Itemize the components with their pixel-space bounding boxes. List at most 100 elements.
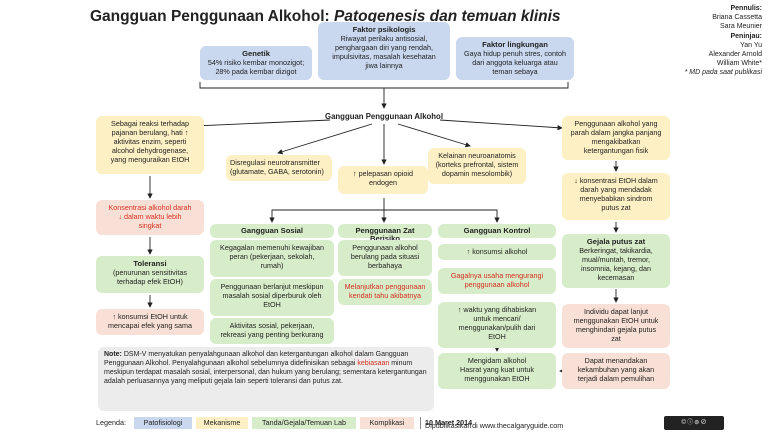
author-name: Sara Meunier (719, 23, 762, 31)
continue-line: menghindari gejala putus (575, 325, 657, 334)
social-line: masalah sosial diperburuk oleh (222, 291, 322, 300)
social-title: Gangguan Sosial (210, 224, 334, 238)
risky-line: kendati tahu akibatnya (349, 291, 421, 300)
control-title: Gangguan Kontrol (438, 224, 556, 238)
physical-line: mengakibatkan (591, 137, 641, 146)
center-title: Gangguan Penggunaan Alkohol (325, 112, 443, 121)
env-line: Gaya hidup penuh stres, contoh (464, 49, 566, 58)
legend-item-komplikasi: Komplikasi (360, 417, 414, 429)
legend: Legenda: Patofisiologi Mekanisme Tanda/G… (0, 414, 768, 432)
genetic-title: Genetik (242, 49, 270, 58)
risky-line: Penggunaan alkohol (352, 243, 418, 252)
opioid-box: ↑ pelepasan opioid endogen (338, 166, 428, 194)
control-line: menggunakan/pulih dari (458, 323, 536, 332)
physical-line: ketergantungan fisik (583, 146, 649, 155)
physical-line: Penggunaan alkohol yang (574, 119, 658, 128)
psych-line: penghargaan diri yang rendah, (335, 43, 433, 52)
control-line: Mengidam alkohol (467, 356, 527, 365)
control-line: ↑ waktu yang dihabiskan (457, 305, 537, 314)
risky-line: Melanjutkan penggunaan (344, 282, 426, 291)
withdrawal-cause-line: ↓ konsentrasi EtOH dalam (574, 176, 658, 185)
relapse-line: terjadi dalam pemulihan (577, 374, 655, 383)
psych-title: Faktor psikologis (352, 25, 416, 34)
social-line: rumah) (260, 261, 284, 270)
arrow-to-right (439, 119, 563, 131)
tolerance-title: Toleransi (133, 259, 167, 268)
page-title: Gangguan Penggunaan Alkohol: Patogenesis… (90, 8, 561, 26)
opioid-line: ↑ pelepasan opioid (353, 169, 413, 178)
control-line: EtOH (488, 332, 506, 341)
continue-line: zat (611, 334, 621, 343)
published-prefix: Dipublikasikan (425, 421, 472, 430)
control-line: untuk mencari/ (473, 314, 521, 323)
env-title: Faktor lingkungan (482, 40, 548, 49)
withdrawal-line: kecemasan (597, 273, 635, 282)
control-item: ↑ waktu yang dihabiskan untuk mencari/ m… (438, 302, 556, 348)
withdrawal-cause-line: menyebabkan sindrom (579, 194, 653, 203)
concentration-line: singkat (138, 221, 162, 230)
control-item: Mengidam alkohol Hasrat yang kuat untuk … (438, 353, 556, 389)
control-line: Hasrat yang kuat untuk (460, 365, 534, 374)
env-line: teman sebaya (492, 67, 538, 76)
published-date: 10 Maret 2014 (425, 418, 473, 427)
risky-line: berbahaya (368, 261, 402, 270)
anatomy-box: Kelainan neuroanatomis (korteks prefront… (428, 148, 526, 184)
physical-line: parah dalam jangka panjang (570, 128, 662, 137)
withdrawal-line: Berkeringat, takikardia, (579, 246, 653, 255)
legend-item-patofisiologi: Patofisiologi (134, 417, 192, 429)
note-box: Note: DSM-V menyatukan penyalahgunaan al… (98, 347, 434, 411)
reaction-line: alcohol dehydrogenase, (111, 146, 189, 155)
withdrawal-title: Gejala putus zat (586, 237, 646, 246)
neuro-line: Disregulasi neurotransmitter (230, 158, 320, 167)
control-line: Gagalnya usaha mengurangi (450, 271, 544, 280)
neuro-line: (glutamate, GABA, serotonin) (230, 167, 324, 176)
arrow-to-control (384, 209, 500, 223)
social-item: Penggunaan berlanjut meskipun masalah so… (210, 279, 334, 316)
genetic-box: Genetik 54% risiko kembar monozigot; 28%… (200, 46, 312, 80)
concentration-line: Konsentrasi alkohol darah (108, 203, 192, 212)
neuro-box: Disregulasi neurotransmitter (glutamate,… (226, 155, 332, 181)
psych-line: impulsivitas, masalah kesehatan (332, 52, 436, 61)
note-text: DSM-V menyatukan penyalahgunaan alkohol … (104, 351, 409, 367)
title-main: Gangguan Penggunaan Alkohol: (90, 8, 330, 25)
reaction-line: pajanan berulang, hati ↑ (111, 128, 189, 137)
consumption-box: ↑ konsumsi EtOH untuk mencapai efek yang… (96, 309, 204, 335)
note-highlight: kebiasaan (357, 360, 390, 367)
risky-item: Melanjutkan penggunaan kendati tahu akib… (338, 279, 432, 305)
anatomy-line: (korteks prefrontal, sistem (435, 160, 519, 169)
social-line: EtOH (263, 300, 281, 309)
relapse-line: kekambuhan yang akan (577, 365, 655, 374)
authors-label: Pennulis: (730, 5, 762, 12)
tolerance-box: Toleransi (penurunan sensitivitas terhad… (96, 256, 204, 293)
social-line: Kegagalan memenuhi kewajiban (220, 243, 324, 252)
consumption-line: ↑ konsumsi EtOH untuk (112, 312, 188, 321)
risky-line: berulang pada situasi (350, 252, 420, 261)
relapse-line: Dapat menandakan (584, 356, 648, 365)
env-line: dari anggota keluarga atau (472, 58, 558, 67)
withdrawal-cause-line: putus zat (601, 203, 631, 212)
withdrawal-cause-line: darah yang mendadak (580, 185, 652, 194)
control-line: penggunaan alkohol (464, 280, 530, 289)
genetic-line: 28% pada kembar dizigot (215, 67, 297, 76)
brace-line (199, 82, 569, 89)
anatomy-line: Kelainan neuroanatomis (438, 151, 516, 160)
social-line: Penggunaan berlanjut meskipun (220, 282, 324, 291)
risky-item: Penggunaan alkohol berulang pada situasi… (338, 240, 432, 276)
arrow-to-anatomy (397, 123, 471, 148)
social-line: rekreasi yang penting berkurang (220, 330, 324, 339)
credits: Pennulis: Briana Cassetta Sara Meunier P… (685, 4, 762, 78)
tolerance-line: terhadap efek EtOH) (117, 277, 183, 286)
tolerance-line: (penurunan sensitivitas (113, 268, 187, 277)
published-site: di www.thecalgaryguide.com (472, 421, 564, 430)
concentration-box: Konsentrasi alkohol darah ↓ dalam waktu … (96, 200, 204, 235)
psych-box: Faktor psikologis Riwayat perilaku antis… (318, 22, 450, 80)
continue-line: menggunakan EtOH untuk (573, 316, 659, 325)
continue-box: Individu dapat lanjut menggunakan EtOH u… (562, 304, 670, 348)
withdrawal-cause-box: ↓ konsentrasi EtOH dalam darah yang mend… (562, 173, 670, 220)
genetic-line: 54% risiko kembar monozigot; (207, 58, 305, 67)
legend-label: Legenda: (96, 418, 126, 427)
legend-item-tanda: Tanda/Gejala/Temuan Lab (252, 417, 356, 429)
opioid-line: endogen (369, 178, 397, 187)
control-line: ↑ konsumsi alkohol (466, 247, 528, 256)
risky-title: Penggunaan Zat Berisiko (338, 224, 432, 243)
